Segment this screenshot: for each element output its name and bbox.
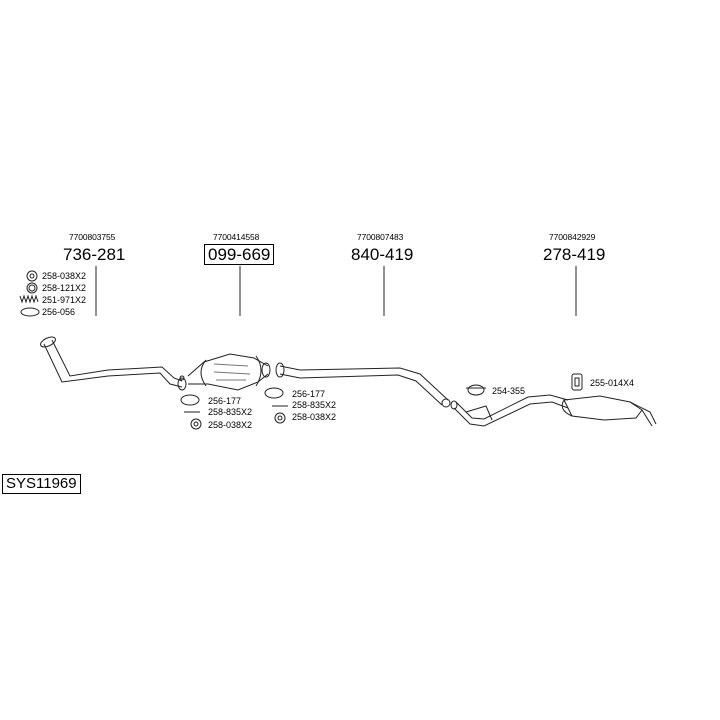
nut-icon bbox=[26, 270, 38, 282]
accessory-label[interactable]: 256-177 bbox=[292, 389, 326, 399]
catalyst-drawing bbox=[187, 353, 271, 391]
washer-icon bbox=[26, 282, 38, 294]
accessory-label[interactable]: 258-121X2 bbox=[42, 283, 87, 293]
clamp-icon bbox=[466, 384, 486, 396]
oem-number: 7700414558 bbox=[213, 232, 260, 242]
part-number[interactable]: 278-419 bbox=[543, 245, 606, 264]
rear-silencer-drawing bbox=[450, 394, 657, 427]
part-number[interactable]: 099-669 bbox=[204, 244, 275, 265]
gasket-icon bbox=[264, 387, 284, 399]
front-pipe-drawing bbox=[40, 336, 187, 391]
oem-number: 7700842929 bbox=[549, 232, 596, 242]
oem-number: 7700807483 bbox=[357, 232, 404, 242]
center-pipe-drawing bbox=[275, 362, 451, 408]
accessory-label[interactable]: 256-056 bbox=[42, 307, 76, 317]
part-number[interactable]: 736-281 bbox=[63, 245, 126, 264]
nut-icon bbox=[274, 412, 286, 424]
accessory-label[interactable]: 258-835X2 bbox=[292, 400, 337, 410]
accessory-label[interactable]: 255-014X4 bbox=[590, 378, 635, 388]
accessory-label[interactable]: 258-038X2 bbox=[208, 420, 253, 430]
accessory-label[interactable]: 256-177 bbox=[208, 396, 242, 406]
accessory-label[interactable]: 251-971X2 bbox=[42, 295, 87, 305]
system-code: SYS11969 bbox=[2, 474, 81, 494]
part-number[interactable]: 840-419 bbox=[351, 245, 414, 264]
nut-icon bbox=[190, 418, 202, 430]
gasket-icon bbox=[20, 307, 40, 317]
accessory-label[interactable]: 254-355 bbox=[492, 386, 526, 396]
spring-icon bbox=[19, 294, 39, 304]
oem-number: 7700803755 bbox=[69, 232, 116, 242]
accessory-label[interactable]: 258-835X2 bbox=[208, 407, 253, 417]
mount-rubber-icon bbox=[571, 373, 583, 391]
accessory-label[interactable]: 258-038X2 bbox=[42, 271, 87, 281]
gasket-icon bbox=[180, 394, 200, 406]
accessory-label[interactable]: 258-038X2 bbox=[292, 412, 337, 422]
